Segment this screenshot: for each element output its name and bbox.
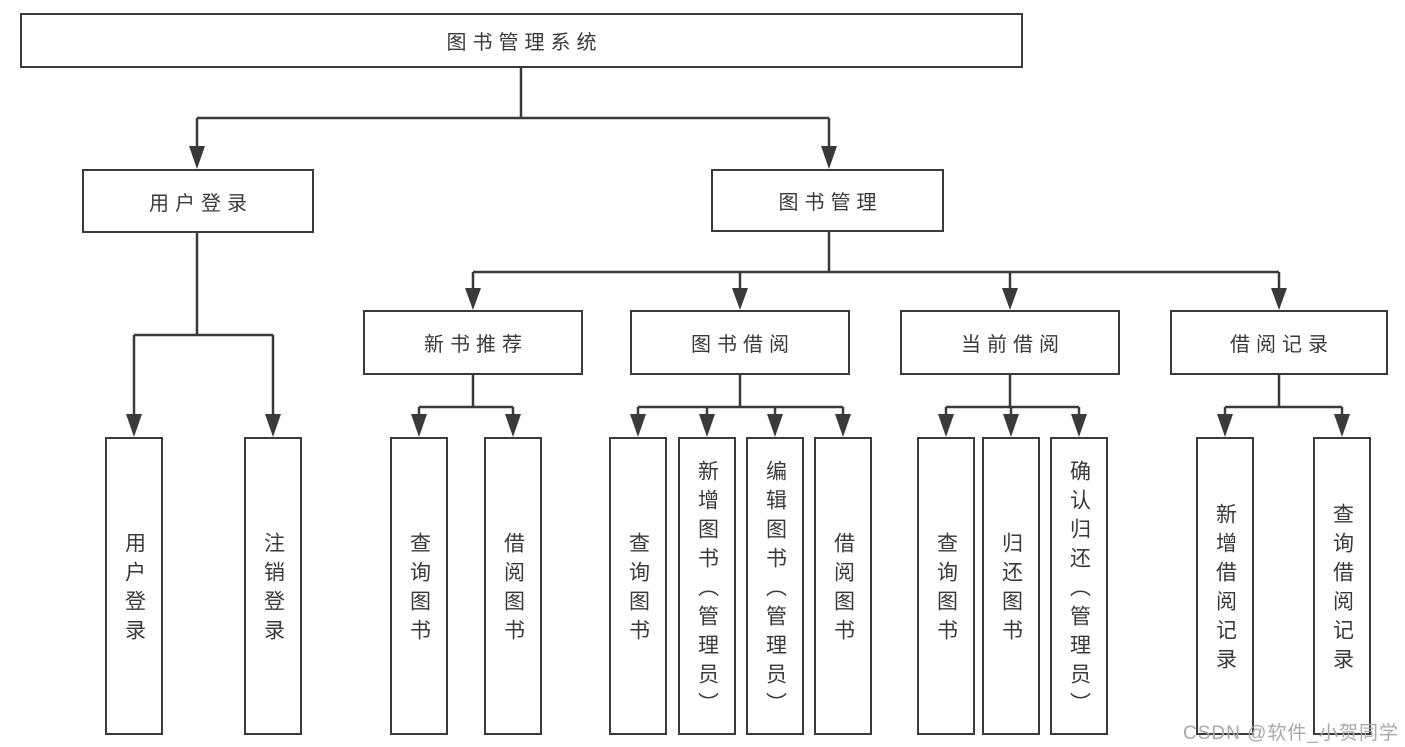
- leaf-borrow-books-recommendation: 借阅图书: [484, 437, 542, 735]
- leaf-query-books-recommendation: 查询图书: [390, 437, 448, 735]
- node-new-book-recommendation: 新书推荐: [363, 310, 583, 375]
- leaf-edit-books-admin: 编辑图书（管理员）: [746, 437, 804, 735]
- leaf-add-borrow-record: 新增借阅记录: [1196, 437, 1254, 735]
- leaf-query-books-current: 查询图书: [917, 437, 975, 735]
- node-library-management-system: 图书管理系统: [20, 13, 1023, 68]
- node-current-borrowing: 当前借阅: [900, 310, 1120, 375]
- node-book-borrowing: 图书借阅: [630, 310, 850, 375]
- node-user-login-branch: 用户登录: [82, 169, 314, 233]
- leaf-query-books-borrowing: 查询图书: [609, 437, 667, 735]
- leaf-query-borrow-record: 查询借阅记录: [1313, 437, 1371, 735]
- arrowheads: [126, 146, 1350, 437]
- node-book-management-branch: 图书管理: [711, 169, 944, 232]
- leaf-user-login: 用户登录: [105, 437, 163, 735]
- leaf-confirm-return-admin: 确认归还（管理员）: [1050, 437, 1108, 735]
- leaf-add-books-admin: 新增图书（管理员）: [678, 437, 736, 735]
- tree-connectors: [132, 68, 1344, 418]
- node-borrowing-records: 借阅记录: [1170, 310, 1388, 375]
- leaf-logout: 注销登录: [244, 437, 302, 735]
- leaf-borrow-books: 借阅图书: [814, 437, 872, 735]
- csdn-watermark: CSDN @软件_小贺同学: [1183, 723, 1399, 744]
- leaf-return-books: 归还图书: [982, 437, 1040, 735]
